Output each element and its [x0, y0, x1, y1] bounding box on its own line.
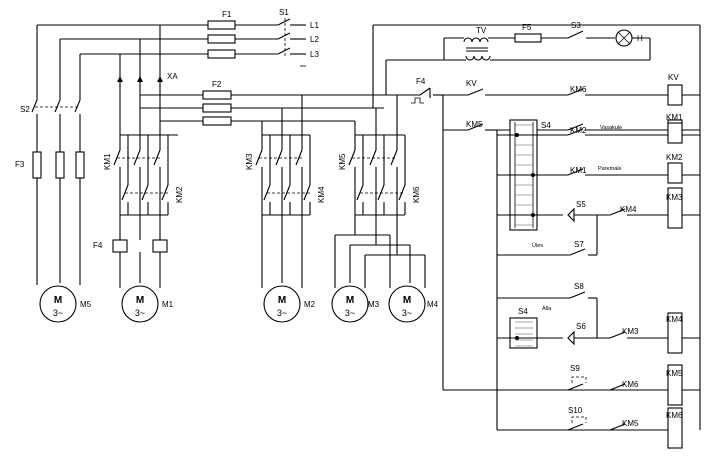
motor-m5-label: M5 [80, 300, 92, 309]
motor-m3-label: M3 [368, 300, 380, 309]
motor-m4-label: M4 [427, 300, 439, 309]
coil-km1-label: KM1 [666, 113, 683, 122]
s5-label: S5 [576, 200, 586, 209]
f4-thermal-contact [386, 87, 443, 104]
xa-label: XA [167, 72, 178, 81]
km1-rung [497, 122, 700, 144]
motor-m1-m: M [136, 295, 144, 306]
s4-label-bottom: S4 [518, 307, 528, 316]
kv-contact-label: KV [466, 79, 477, 88]
motor-m2-m: M [278, 295, 286, 306]
s8-label: S8 [574, 282, 584, 291]
coil-km3-label: KM3 [666, 193, 683, 202]
km5-coil-rung [443, 364, 683, 406]
l3-label: L3 [310, 50, 319, 59]
km5-km6-branch [334, 95, 426, 288]
coil-km6-label: KM6 [666, 411, 683, 420]
coil-kv-label: KV [668, 73, 679, 82]
alla-note: Alla [542, 306, 552, 312]
km3-km4-branch [255, 134, 311, 288]
m5-branch [31, 25, 85, 285]
km1-km2-branch [112, 25, 178, 288]
s4-label-top: S4 [541, 121, 551, 130]
rung6-contact-label: KM6 [622, 380, 639, 389]
motor-m2-phase: 3~ [277, 308, 287, 318]
motor-m1-phase: 3~ [135, 308, 145, 318]
rung3-contact-label: KM1 [570, 166, 587, 175]
s7-label: S7 [574, 240, 584, 249]
kv-rung [443, 84, 700, 106]
km5-contact-label: KM5 [466, 120, 483, 129]
rung4-contact-label: KM4 [620, 205, 637, 214]
motor-m2: M 3~ M2 [263, 285, 316, 323]
rung2-contact-label: KM2 [570, 126, 587, 135]
s6-label: S6 [576, 322, 586, 331]
km6-power-label: KM6 [412, 186, 421, 203]
supply-bus [37, 18, 306, 67]
h-label: H [637, 34, 643, 43]
motor-m4-m: M [403, 295, 411, 306]
km5-power-label: KM5 [338, 153, 347, 170]
motor-m4: M 3~ M4 [388, 285, 439, 323]
motor-m3-m: M [346, 295, 354, 306]
s3-label: S3 [571, 21, 581, 30]
s9-label: S9 [570, 364, 580, 373]
vasakule-note: Vasakule [600, 125, 622, 131]
km2-rung [497, 162, 700, 184]
motor-m3: M 3~ M3 [331, 285, 380, 323]
km1-power-label: KM1 [103, 153, 112, 170]
motor-m2-label: M2 [304, 300, 316, 309]
s1-label: S1 [279, 8, 289, 17]
motor-m5-m: M [54, 295, 62, 306]
coil-km5-label: KM5 [666, 369, 683, 378]
control-supply [372, 24, 701, 108]
yles-note: Üles [532, 242, 543, 249]
f4-power-label: F4 [93, 241, 103, 250]
tv-label: TV [476, 26, 487, 35]
main-fuse-f1 [207, 20, 236, 59]
s10-label: S10 [568, 406, 583, 415]
km3-rung [497, 187, 700, 256]
km4-rung [497, 291, 700, 354]
s2-label: S2 [20, 105, 30, 114]
rung7-contact-label: KM5 [622, 419, 639, 428]
km2-power-label: KM2 [175, 186, 184, 203]
f1-label: F1 [222, 10, 232, 19]
motor-m3-phase: 3~ [345, 308, 355, 318]
km3-power-label: KM3 [245, 153, 254, 170]
coil-km2-label: KM2 [666, 153, 683, 162]
f2-bus [140, 90, 420, 135]
l1-label: L1 [310, 21, 319, 30]
km4-power-label: KM4 [317, 186, 326, 203]
motor-m4-phase: 3~ [402, 308, 412, 318]
f5-label: F5 [522, 23, 532, 32]
coil-km4-label: KM4 [666, 315, 683, 324]
f2-label: F2 [212, 80, 222, 89]
paremale-note: Paremale [598, 166, 622, 172]
motor-m1-label: M1 [162, 300, 174, 309]
motor-m5-phase: 3~ [53, 308, 63, 318]
km6-coil-rung [497, 407, 683, 449]
motor-m5: M 3~ M5 [39, 285, 92, 323]
motor-m1: M 3~ M1 [121, 285, 174, 323]
control-rails [442, 60, 701, 431]
rung5-contact-label: KM3 [622, 327, 639, 336]
f3-label: F3 [15, 160, 25, 169]
f4-control-label: F4 [416, 77, 426, 86]
l2-label: L2 [310, 35, 319, 44]
rung1-contact-label: KM6 [570, 85, 587, 94]
